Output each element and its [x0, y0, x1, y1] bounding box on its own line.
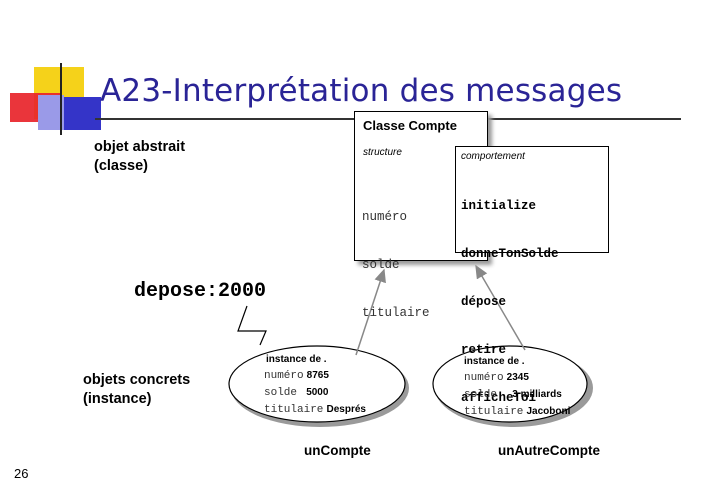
method-item: retire	[461, 343, 507, 357]
attribute-item: titulaire	[362, 306, 430, 320]
method-item: afficheToi	[461, 391, 537, 405]
numero-value: 2345	[506, 372, 529, 383]
attribute-item: numéro	[362, 210, 408, 224]
instance2-titulaire: titulaire Jacoboni	[464, 403, 570, 420]
solde-key: solde	[464, 389, 498, 401]
page-number: 26	[14, 466, 29, 481]
attributes-list: numéro solde titulaire	[362, 177, 430, 353]
instance1-titulaire: titulaire Després	[264, 401, 366, 418]
message-label: depose:2000	[134, 280, 267, 303]
titulaire-value: Jacoboni	[526, 406, 571, 417]
abstract-label-line1: objet abstrait	[94, 139, 186, 155]
instance1-arrow	[355, 268, 386, 356]
attribute-item: solde	[362, 258, 400, 272]
instance1-content: instance de . numéro 8765 solde 5000 tit…	[264, 353, 366, 418]
titulaire-value: Després	[326, 404, 366, 415]
method-item: initialize	[461, 199, 537, 213]
instance2-content: instance de . numéro 2345 solde 3 millia…	[464, 355, 570, 420]
solde-value: 5000	[306, 387, 329, 398]
abstract-label-line2: (classe)	[94, 158, 149, 174]
solde-value: 3 milliards	[512, 389, 562, 400]
instance2-numero: numéro 2345	[464, 369, 570, 386]
deco-lightblue-square	[38, 95, 64, 130]
concrete-label-line2: (instance)	[83, 391, 152, 407]
abstract-label: objet abstrait (classe)	[94, 138, 185, 176]
solde-key: solde	[264, 387, 298, 399]
instance2-ellipse	[432, 345, 588, 423]
method-item: dépose	[461, 295, 507, 309]
instance1-numero: numéro 8765	[264, 367, 366, 384]
deco-vertical-line	[60, 63, 62, 135]
behaviour-box: comportement initialize donneTonSolde dé…	[455, 146, 609, 405]
methods-list: initialize donneTonSolde dépose retire a…	[461, 166, 559, 438]
instance1-ellipse	[228, 345, 406, 423]
titulaire-key: titulaire	[464, 406, 524, 418]
titulaire-key: titulaire	[264, 404, 324, 416]
instance2-name: unAutreCompte	[498, 443, 600, 458]
message-lightning	[237, 305, 267, 346]
instance2-header: instance de .	[464, 356, 525, 367]
instance1-solde: solde 5000	[264, 384, 366, 401]
instance1-header: instance de .	[266, 354, 327, 365]
concrete-label-line1: objets concrets	[83, 372, 191, 388]
numero-key: numéro	[264, 370, 304, 382]
slide-title: A23-Interprétation des messages	[100, 73, 623, 109]
behaviour-label: comportement	[461, 151, 525, 162]
structure-label: structure	[363, 147, 402, 158]
instance2-solde: solde 3 milliards	[464, 386, 570, 403]
numero-value: 8765	[306, 370, 329, 381]
method-item: donneTonSolde	[461, 247, 559, 261]
instance2-arrow	[475, 264, 526, 351]
instance1-name: unCompte	[304, 443, 371, 458]
numero-key: numéro	[464, 372, 504, 384]
deco-blue-square	[64, 97, 101, 130]
concrete-label: objets concrets (instance)	[83, 371, 190, 409]
class-title: Classe Compte	[363, 118, 457, 133]
